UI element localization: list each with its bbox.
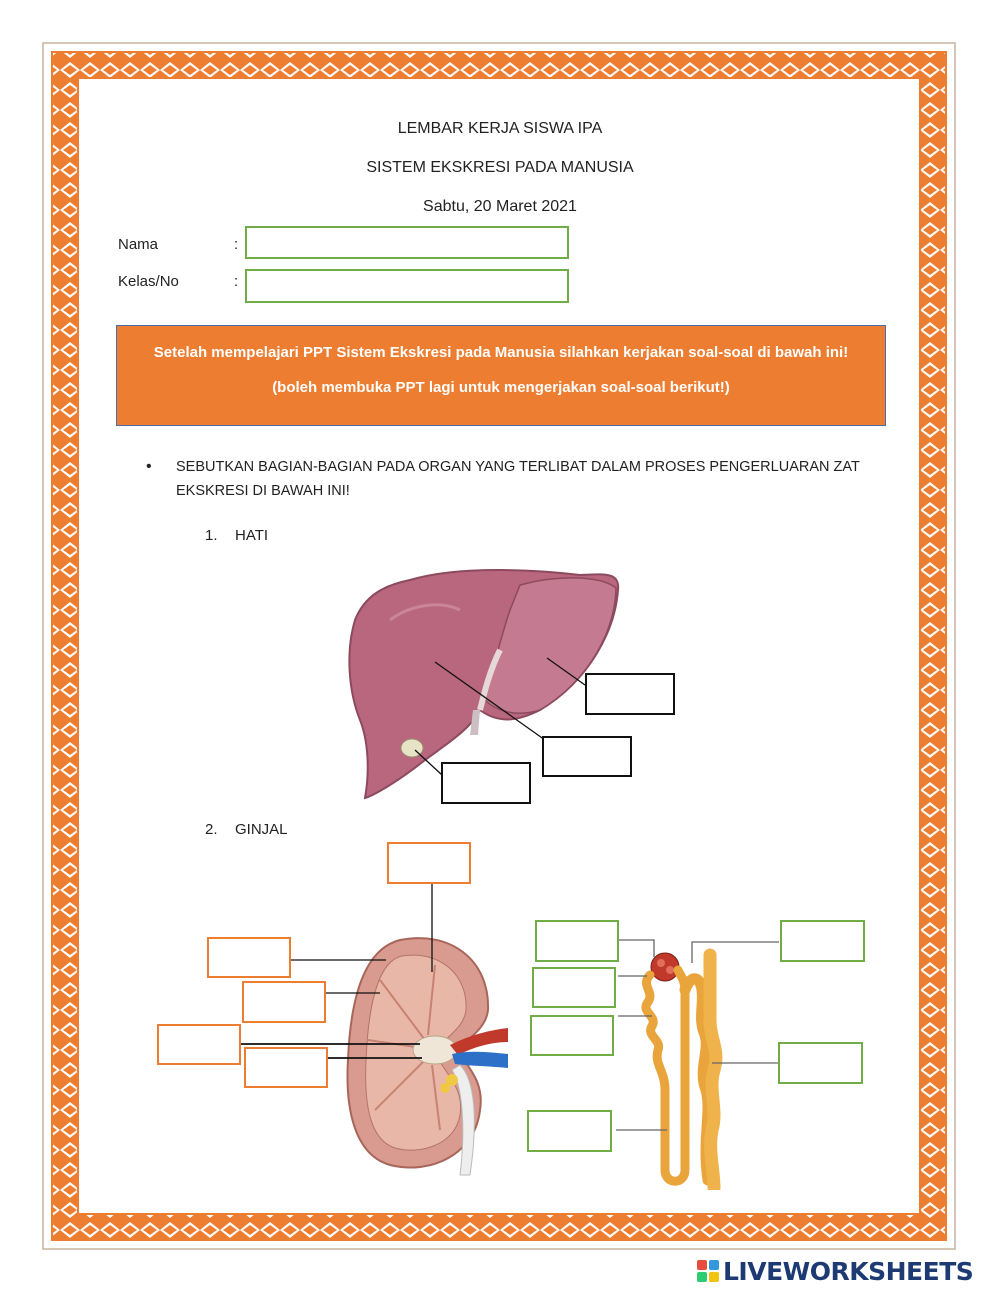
kidney-answer-box-3[interactable] xyxy=(242,981,326,1023)
liveworksheets-brand-text: LIVEWORKSHEETS xyxy=(723,1256,974,1286)
liver-answer-box-1[interactable] xyxy=(585,673,675,715)
section-2-number: 2. xyxy=(205,821,218,838)
kidney-answer-box-2[interactable] xyxy=(207,937,291,978)
kidney-answer-box-4[interactable] xyxy=(157,1024,241,1065)
kidney-illustration xyxy=(346,937,508,1176)
nephron-illustration xyxy=(641,948,723,1190)
class-colon: : xyxy=(234,273,239,290)
section-2-label: GINJAL xyxy=(235,821,288,838)
section-1-number: 1. xyxy=(205,527,218,544)
worksheet-date: Sabtu, 20 Maret 2021 xyxy=(423,198,577,215)
banner-line-1: Setelah mempelajari PPT Sistem Ekskresi … xyxy=(153,344,849,361)
nephron-answer-box-3[interactable] xyxy=(530,1015,614,1056)
nephron-answer-box-1[interactable] xyxy=(535,920,619,962)
bullet-point: • xyxy=(146,458,152,475)
name-label: Nama xyxy=(118,236,159,253)
kidney-answer-box-5[interactable] xyxy=(244,1047,328,1088)
liver-pointer-lines xyxy=(414,657,586,776)
nephron-answer-box-4[interactable] xyxy=(527,1110,612,1152)
nephron-answer-box-2[interactable] xyxy=(532,967,616,1008)
worksheet-subtitle: SISTEM EKSKRESI PADA MANUSIA xyxy=(366,159,634,176)
nephron-pointer-lines xyxy=(616,939,779,1131)
name-input[interactable] xyxy=(245,226,569,259)
nephron-answer-box-5[interactable] xyxy=(780,920,865,962)
kidney-answer-box-1[interactable] xyxy=(387,842,471,884)
liver-answer-box-2[interactable] xyxy=(542,736,632,777)
liver-answer-box-3[interactable] xyxy=(441,762,531,804)
nephron-answer-box-6[interactable] xyxy=(778,1042,863,1084)
kidney-pointer-lines xyxy=(240,884,433,1059)
name-colon: : xyxy=(234,236,239,253)
section-1-label: HATI xyxy=(235,527,269,544)
liveworksheets-logo-icon xyxy=(697,1260,719,1282)
instruction-banner: Setelah mempelajari PPT Sistem Ekskresi … xyxy=(116,325,886,426)
worksheet-title: LEMBAR KERJA SISWA IPA xyxy=(397,120,603,137)
class-input[interactable] xyxy=(245,269,569,303)
question-text: SEBUTKAN BAGIAN-BAGIAN PADA ORGAN YANG T… xyxy=(176,459,860,499)
class-label: Kelas/No xyxy=(118,273,179,290)
liver-illustration xyxy=(348,569,620,800)
banner-line-2: (boleh membuka PPT lagi untuk mengerjaka… xyxy=(272,379,730,396)
liveworksheets-logo: LIVEWORKSHEETS xyxy=(697,1254,974,1288)
